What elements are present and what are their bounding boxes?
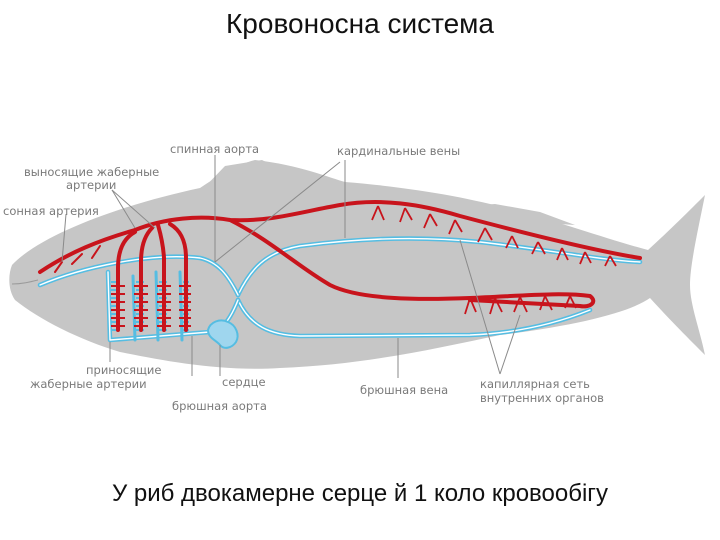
- label-dorsal-aorta: спинная аорта: [170, 142, 259, 156]
- label-afferent-gill-arteries-2: жаберные артерии: [30, 377, 147, 391]
- label-efferent-gill-arteries-1: выносящие жаберные: [24, 165, 159, 179]
- slide-caption: У риб двокамерне серце й 1 коло кровообі…: [0, 480, 720, 508]
- label-ventral-vein: брюшная вена: [360, 383, 448, 397]
- label-capillary-network-1: капиллярная сеть: [480, 377, 590, 391]
- label-carotid-artery: сонная артерия: [3, 204, 99, 218]
- label-efferent-gill-arteries-2: артерии: [66, 178, 116, 192]
- label-capillary-network-2: внутренних органов: [480, 391, 604, 405]
- label-cardinal-veins: кардинальные вены: [337, 144, 460, 158]
- label-afferent-gill-arteries-1: приносящие: [86, 363, 161, 377]
- label-heart: сердце: [222, 375, 266, 389]
- label-ventral-aorta: брюшная аорта: [172, 399, 267, 413]
